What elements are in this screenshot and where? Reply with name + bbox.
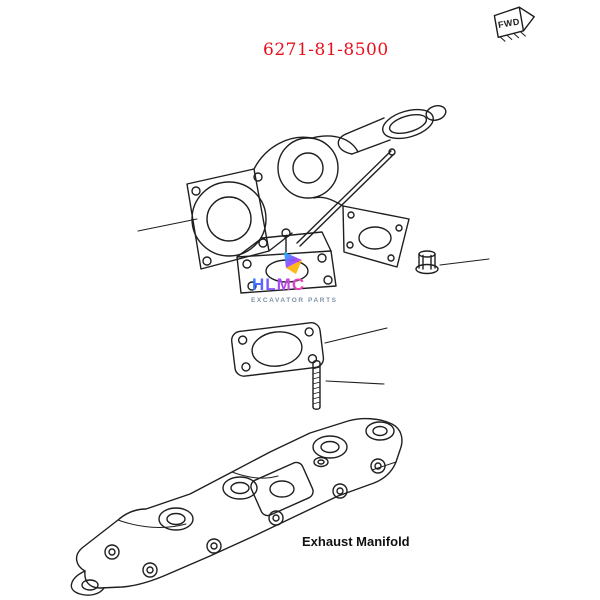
- fwd-direction-icon: FWD: [493, 6, 535, 42]
- leader-stud: [325, 380, 385, 385]
- leader-nut: [439, 258, 490, 266]
- turbocharger-assembly: [186, 105, 447, 294]
- stud-bolt: [312, 360, 321, 410]
- leader-lines: [137, 218, 490, 385]
- exhaust-manifold: [70, 417, 403, 596]
- flange-nut: [415, 250, 439, 275]
- fwd-label: FWD: [497, 16, 520, 30]
- brand-tagline: EXCAVATOR PARTS: [251, 297, 338, 304]
- leader-gasket: [324, 327, 388, 344]
- part-number: 6271-81-8500: [263, 40, 389, 60]
- brand-name: HLMC: [252, 275, 305, 294]
- leader-turbocharger: [137, 218, 198, 232]
- gasket: [230, 322, 325, 377]
- brand-diamond-icon-lower: [286, 260, 302, 274]
- brand-diamond-icon: [284, 252, 302, 268]
- exhaust-manifold-label: Exhaust Manifold: [302, 534, 410, 549]
- hlmc-watermark: HLMC EXCAVATOR PARTS: [251, 252, 338, 304]
